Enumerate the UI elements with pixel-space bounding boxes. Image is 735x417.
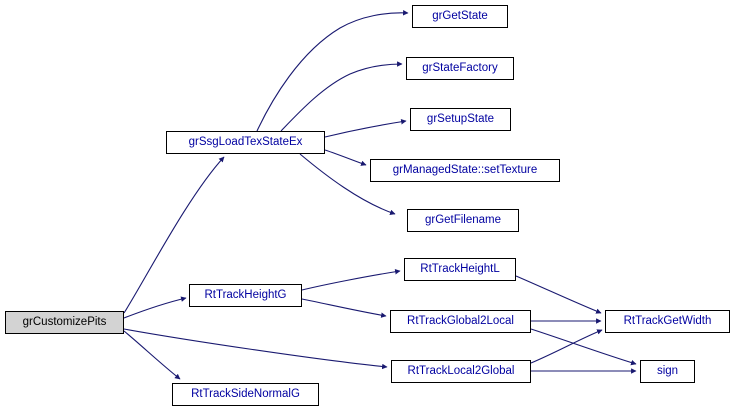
edge-grSsgLoadTexStateEx-grGetState	[256, 10, 409, 132]
node-label: grSetupState	[426, 112, 495, 125]
edge-grCustomizePits-RtTrackHeightG	[123, 296, 187, 319]
node-grGetFilename[interactable]: grGetFilename	[407, 209, 519, 232]
node-label: RtTrackHeightL	[420, 262, 500, 275]
node-label: grSsgLoadTexStateEx	[188, 135, 303, 148]
node-RtTrackSideNormalG[interactable]: RtTrackSideNormalG	[172, 383, 319, 406]
node-RtTrackLocal2Global[interactable]: RtTrackLocal2Global	[391, 360, 531, 383]
node-label: grGetFilename	[424, 213, 502, 226]
edge-RtTrackLocal2Global-RtTrackGetWidth	[530, 329, 603, 364]
node-label: sign	[656, 364, 679, 377]
edge-RtTrackHeightG-RtTrackHeightL	[301, 269, 401, 291]
node-grStateFactory[interactable]: grStateFactory	[406, 57, 514, 80]
edge-RtTrackHeightL-RtTrackGetWidth	[515, 275, 602, 314]
node-label: RtTrackSideNormalG	[191, 387, 300, 400]
node-RtTrackGlobal2Local[interactable]: RtTrackGlobal2Local	[390, 310, 531, 333]
node-sign[interactable]: sign	[640, 360, 695, 383]
edge-RtTrackHeightG-RtTrackGlobal2Local	[301, 298, 387, 318]
node-RtTrackHeightL[interactable]: RtTrackHeightL	[404, 258, 516, 281]
node-label: RtTrackLocal2Global	[407, 364, 515, 377]
node-label: grGetState	[432, 9, 488, 22]
node-label: grStateFactory	[422, 61, 498, 74]
node-label: grManagedState::setTexture	[392, 163, 538, 176]
node-grCustomizePits[interactable]: grCustomizePits	[5, 311, 124, 334]
edge-RtTrackGlobal2Local-sign	[530, 328, 637, 366]
node-label: RtTrackGetWidth	[623, 314, 712, 327]
edge-grCustomizePits-RtTrackSideNormalG	[123, 330, 181, 380]
node-grManagedState-setTexture[interactable]: grManagedState::setTexture	[370, 159, 560, 182]
edge-grSsgLoadTexStateEx-grSetupState	[324, 119, 407, 138]
node-grSetupState[interactable]: grSetupState	[410, 108, 511, 131]
edge-grSsgLoadTexStateEx-grStateFactory	[280, 61, 403, 132]
node-grSsgLoadTexStateEx[interactable]: grSsgLoadTexStateEx	[166, 131, 325, 154]
edge-grSsgLoadTexStateEx-setTexture	[324, 149, 367, 166]
edge-grCustomizePits-RtTrackLocal2Global	[123, 328, 388, 370]
node-grGetState[interactable]: grGetState	[412, 5, 508, 28]
node-RtTrackHeightG[interactable]: RtTrackHeightG	[189, 284, 302, 307]
node-label: grCustomizePits	[22, 315, 107, 328]
node-label: RtTrackGlobal2Local	[407, 314, 514, 327]
node-RtTrackGetWidth[interactable]: RtTrackGetWidth	[605, 310, 730, 333]
node-label: RtTrackHeightG	[204, 288, 287, 301]
